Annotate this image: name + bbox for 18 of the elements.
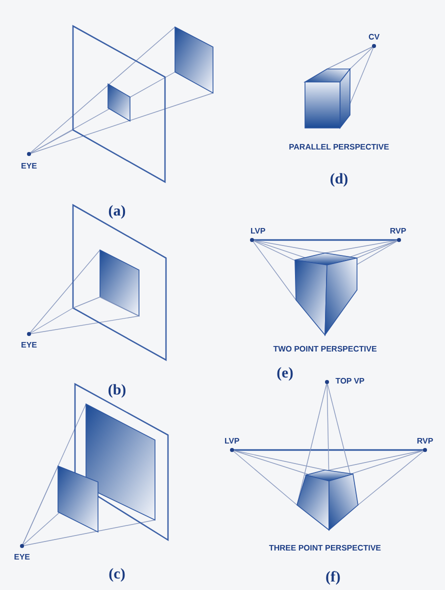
point-label: CV <box>368 32 380 42</box>
point-label: EYE <box>21 162 37 170</box>
point-label: LVP <box>224 436 240 446</box>
figure-letter: (f) <box>326 570 340 586</box>
figure-letter: (d) <box>330 172 348 188</box>
point-label: PARALLEL PERSPECTIVE <box>288 142 390 152</box>
point-label: THREE POINT PERSPECTIVE <box>268 544 382 552</box>
point-label: RVP <box>390 226 406 236</box>
figure-letter: (e) <box>276 366 294 382</box>
point-label: EYE <box>21 340 37 350</box>
point-label: LVP <box>250 226 266 236</box>
point-label: TWO POINT PERSPECTIVE <box>273 344 377 354</box>
point-label: TOP VP <box>335 376 365 386</box>
figure-letter: (a) <box>108 204 126 220</box>
figure-letter: (b) <box>108 382 126 400</box>
figure-letter: (c) <box>108 566 126 584</box>
point-label: EYE <box>14 552 30 562</box>
point-label: RVP <box>416 436 434 446</box>
